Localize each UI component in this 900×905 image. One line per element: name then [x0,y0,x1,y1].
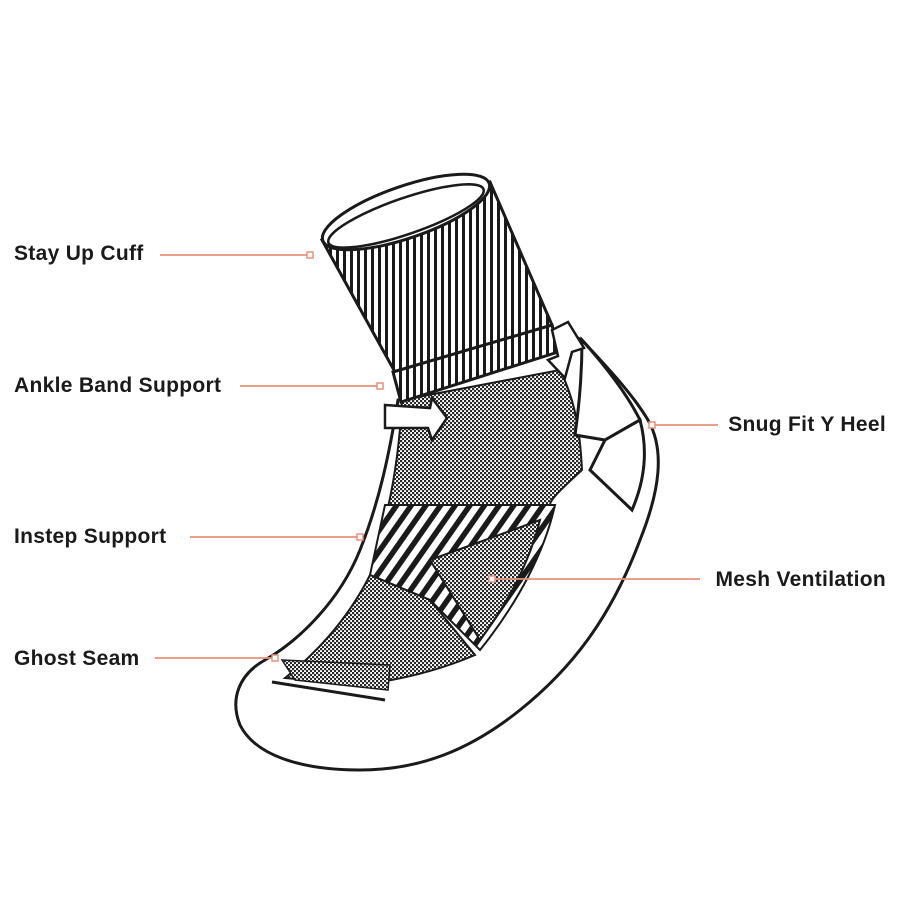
snug-fit-y-heel-leader [649,422,718,428]
mesh-ventilation-marker [489,576,495,582]
ghost-seam-label: Ghost Seam [14,648,140,669]
ghost-seam-marker [272,655,278,661]
instep-support-leader [190,534,363,540]
instep-support-marker [357,534,363,540]
instep-support-label: Instep Support [14,526,166,547]
stay-up-cuff-marker [307,252,313,258]
ghost-seam-leader [155,655,278,661]
snug-fit-y-heel-marker [649,422,655,428]
mesh-ventilation-label: Mesh Ventilation [716,569,887,590]
stay-up-cuff-leader [160,252,313,258]
ankle-band-support-label: Ankle Band Support [14,375,221,396]
ankle-band-support-marker [377,383,383,389]
ankle-band-support-leader [240,383,383,389]
snug-fit-y-heel-label: Snug Fit Y Heel [728,414,886,435]
stay-up-cuff-label: Stay Up Cuff [14,243,144,264]
